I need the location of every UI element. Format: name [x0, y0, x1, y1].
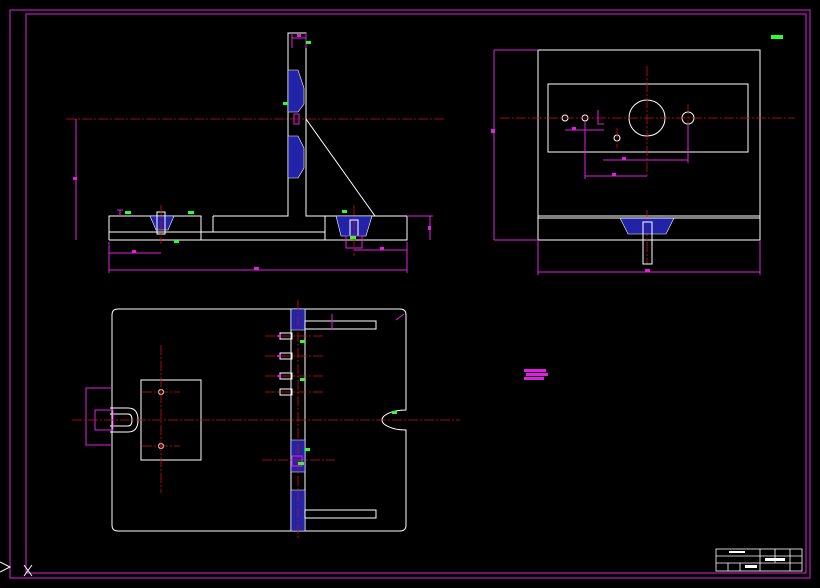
upright-section-upper: [287, 69, 305, 113]
side-upright-outline: [537, 49, 761, 219]
side-view[interactable]: [491, 35, 795, 275]
rib-slot-bottom: [304, 509, 377, 519]
top-view[interactable]: [72, 300, 460, 540]
rib-slot-top: [304, 320, 377, 330]
support-rib: [305, 118, 376, 217]
upright-plate: [213, 32, 325, 217]
top-base-plate: [111, 308, 407, 532]
roughness-symbol: [306, 41, 311, 44]
sheet-border: [0, 9, 811, 579]
front-view[interactable]: [66, 32, 446, 273]
upright-section-lower: [287, 135, 305, 179]
title-block[interactable]: [715, 548, 803, 572]
base-countersink-left: [149, 215, 175, 231]
technical-note-marker: [524, 369, 548, 380]
general-roughness-symbol: [771, 35, 783, 39]
side-base-countersink: [619, 217, 675, 235]
